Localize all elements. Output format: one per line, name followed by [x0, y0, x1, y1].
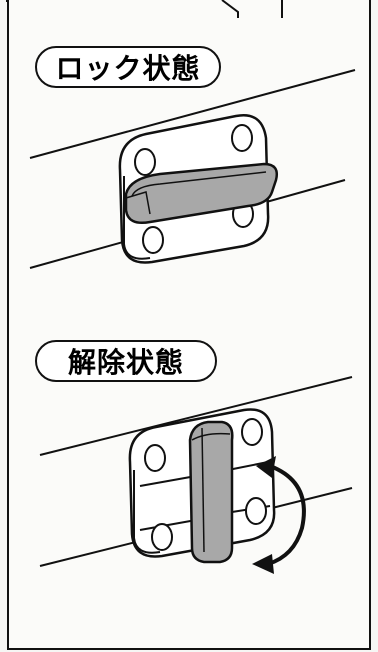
unlocked-state-label: 解除状態	[35, 340, 217, 382]
unlocked-latch-illustration	[39, 376, 353, 574]
screw-hole-bottom-left-2	[151, 523, 173, 551]
latch-bar-end	[125, 191, 151, 215]
surface-edge-line-upper	[29, 69, 356, 159]
screw-hole-top-right-2	[241, 418, 263, 446]
curved-double-arrow-icon	[267, 464, 306, 566]
locked-latch-illustration	[29, 69, 356, 269]
base-plate-thickness	[123, 176, 151, 260]
latch-bar-horizontal	[124, 162, 278, 224]
latch-bar-vertical-ridge	[201, 427, 205, 553]
latch-bar-vertical-top	[191, 432, 231, 441]
screw-hole-bottom-left	[142, 226, 164, 254]
locked-state-label: ロック状態	[35, 46, 221, 88]
arrow-head-bottom	[252, 554, 274, 574]
base-plate-thickness-2	[133, 470, 161, 554]
surface-edge-line-upper-2	[39, 376, 353, 456]
screw-hole-bottom-right-2	[245, 497, 267, 525]
arrow-head-top	[256, 456, 276, 478]
latch-bar-vertical	[188, 420, 234, 564]
frame-top-tab	[221, 0, 283, 18]
screw-hole-top-right	[231, 124, 253, 152]
screw-hole-top-left	[134, 148, 156, 176]
latch-bar-ridge	[131, 171, 267, 197]
screw-hole-top-left-2	[144, 444, 166, 472]
